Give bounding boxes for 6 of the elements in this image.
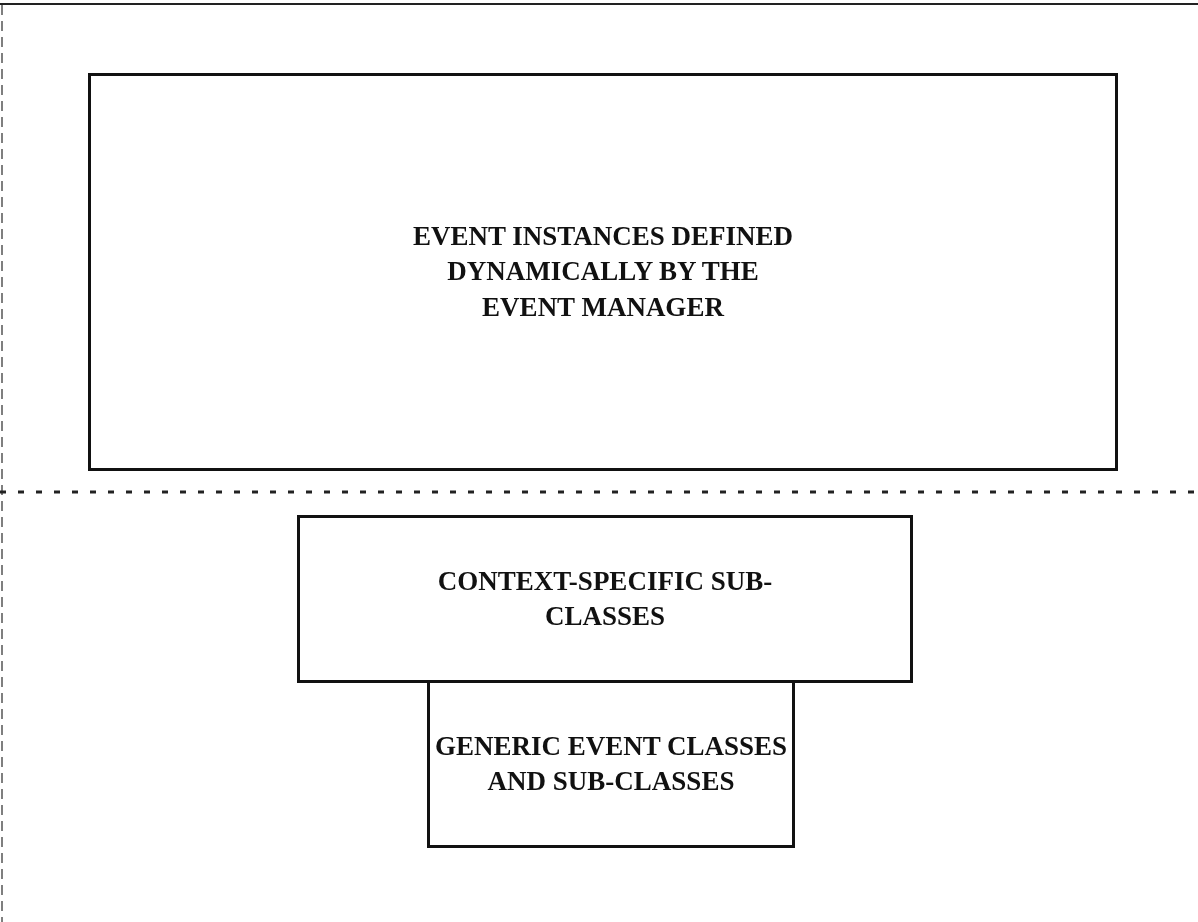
generic-class-box [427, 680, 795, 848]
subclass-box [297, 515, 913, 683]
box-label: CONTEXT-SPECIFIC SUB-CLASSES [436, 564, 774, 633]
box-label: EVENT INSTANCES DEFINED DYNAMICALLY BY THE EVENT MANAGER [411, 220, 795, 324]
event-instances-box [88, 73, 1118, 471]
box-label: GENERIC EVENT CLASSES AND SUB-CLASSES [433, 729, 789, 798]
